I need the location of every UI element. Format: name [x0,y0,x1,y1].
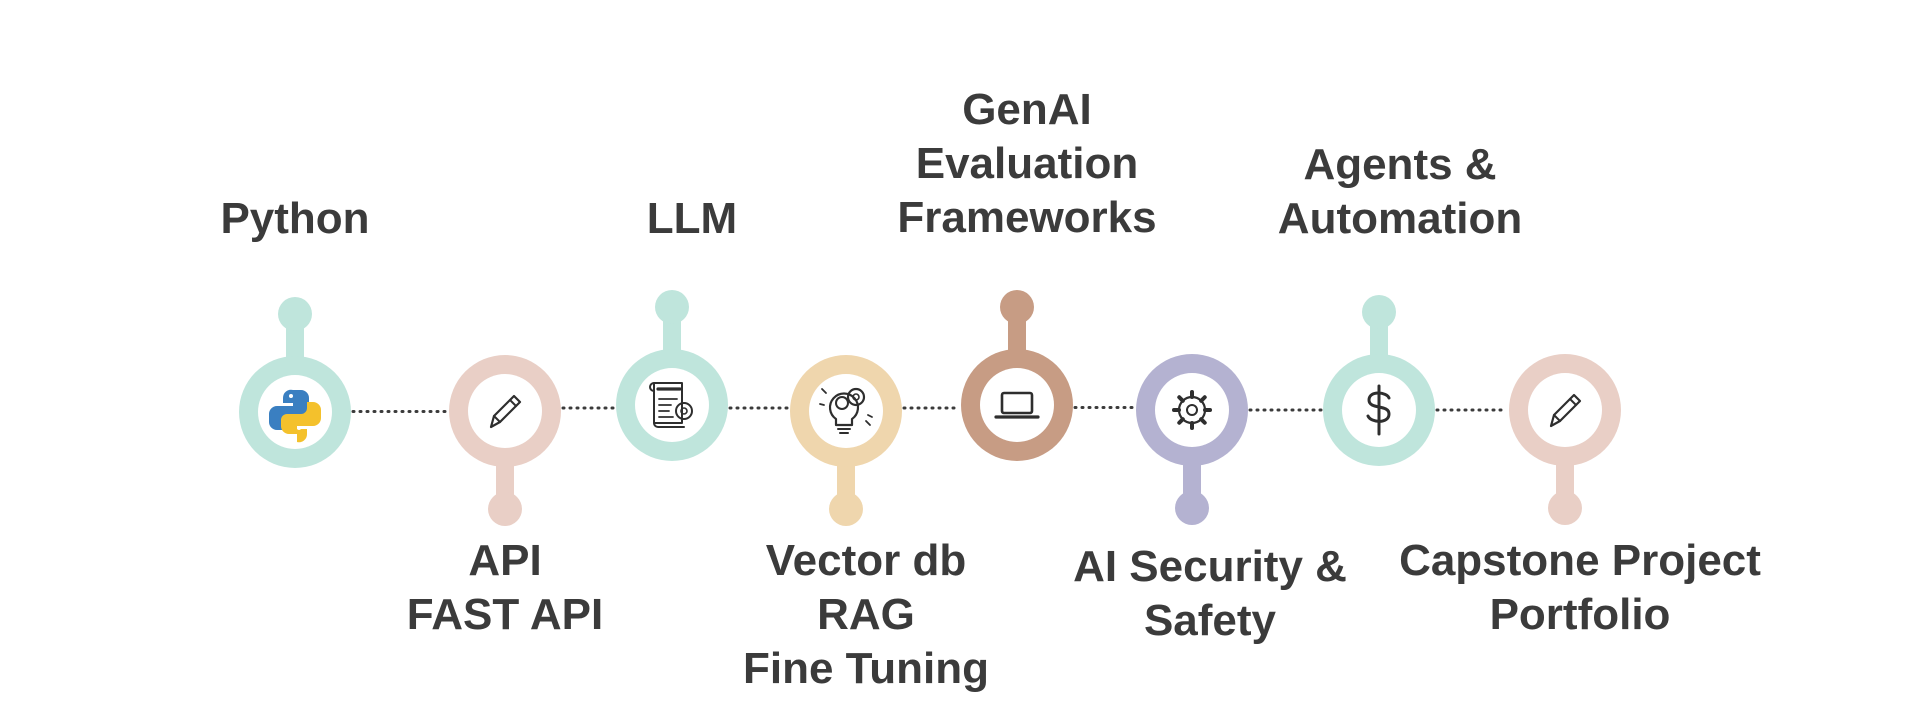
node-knob [1548,491,1582,525]
node-center [980,368,1054,442]
gear-icon [1172,390,1212,430]
node-knob [278,297,312,331]
python-logo-icon [269,389,321,443]
lightbulb-gears-icon [819,387,873,434]
timeline-node [616,290,728,461]
node-center [468,374,542,448]
step-label-genai-evaluation: GenAI Evaluation Frameworks [897,85,1157,242]
step-label-llm: LLM [646,194,738,243]
timeline-node [239,297,351,468]
node-knob [1000,290,1034,324]
step-label-capstone: Capstone Project Portfolio [1399,536,1761,639]
timeline-node [1509,354,1621,525]
timeline-node [961,290,1073,461]
node-center [1528,373,1602,447]
node-knob [829,492,863,526]
dollar-sign-icon [1366,384,1391,436]
step-label-ai-security: AI Security & Safety [1073,542,1347,645]
timeline-node [449,355,561,526]
node-center [1155,373,1229,447]
pencil-icon [489,394,522,429]
step-label-python: Python [220,194,370,243]
timeline-node [1136,354,1248,525]
timeline-node [1323,295,1435,466]
step-label-api: API FAST API [406,536,604,639]
pencil-icon [1549,393,1582,428]
timeline-node [790,355,902,526]
node-knob [1362,295,1396,329]
step-label-agents-automation: Agents & Automation [1277,140,1523,243]
node-knob [488,492,522,526]
node-knob [655,290,689,324]
laptop-icon [994,391,1040,419]
node-knob [1175,491,1209,525]
node-center [635,368,709,442]
project-document-gear-icon [649,382,693,428]
node-center [809,374,883,448]
step-label-vector-db: Vector db RAG Fine Tuning [742,536,990,693]
